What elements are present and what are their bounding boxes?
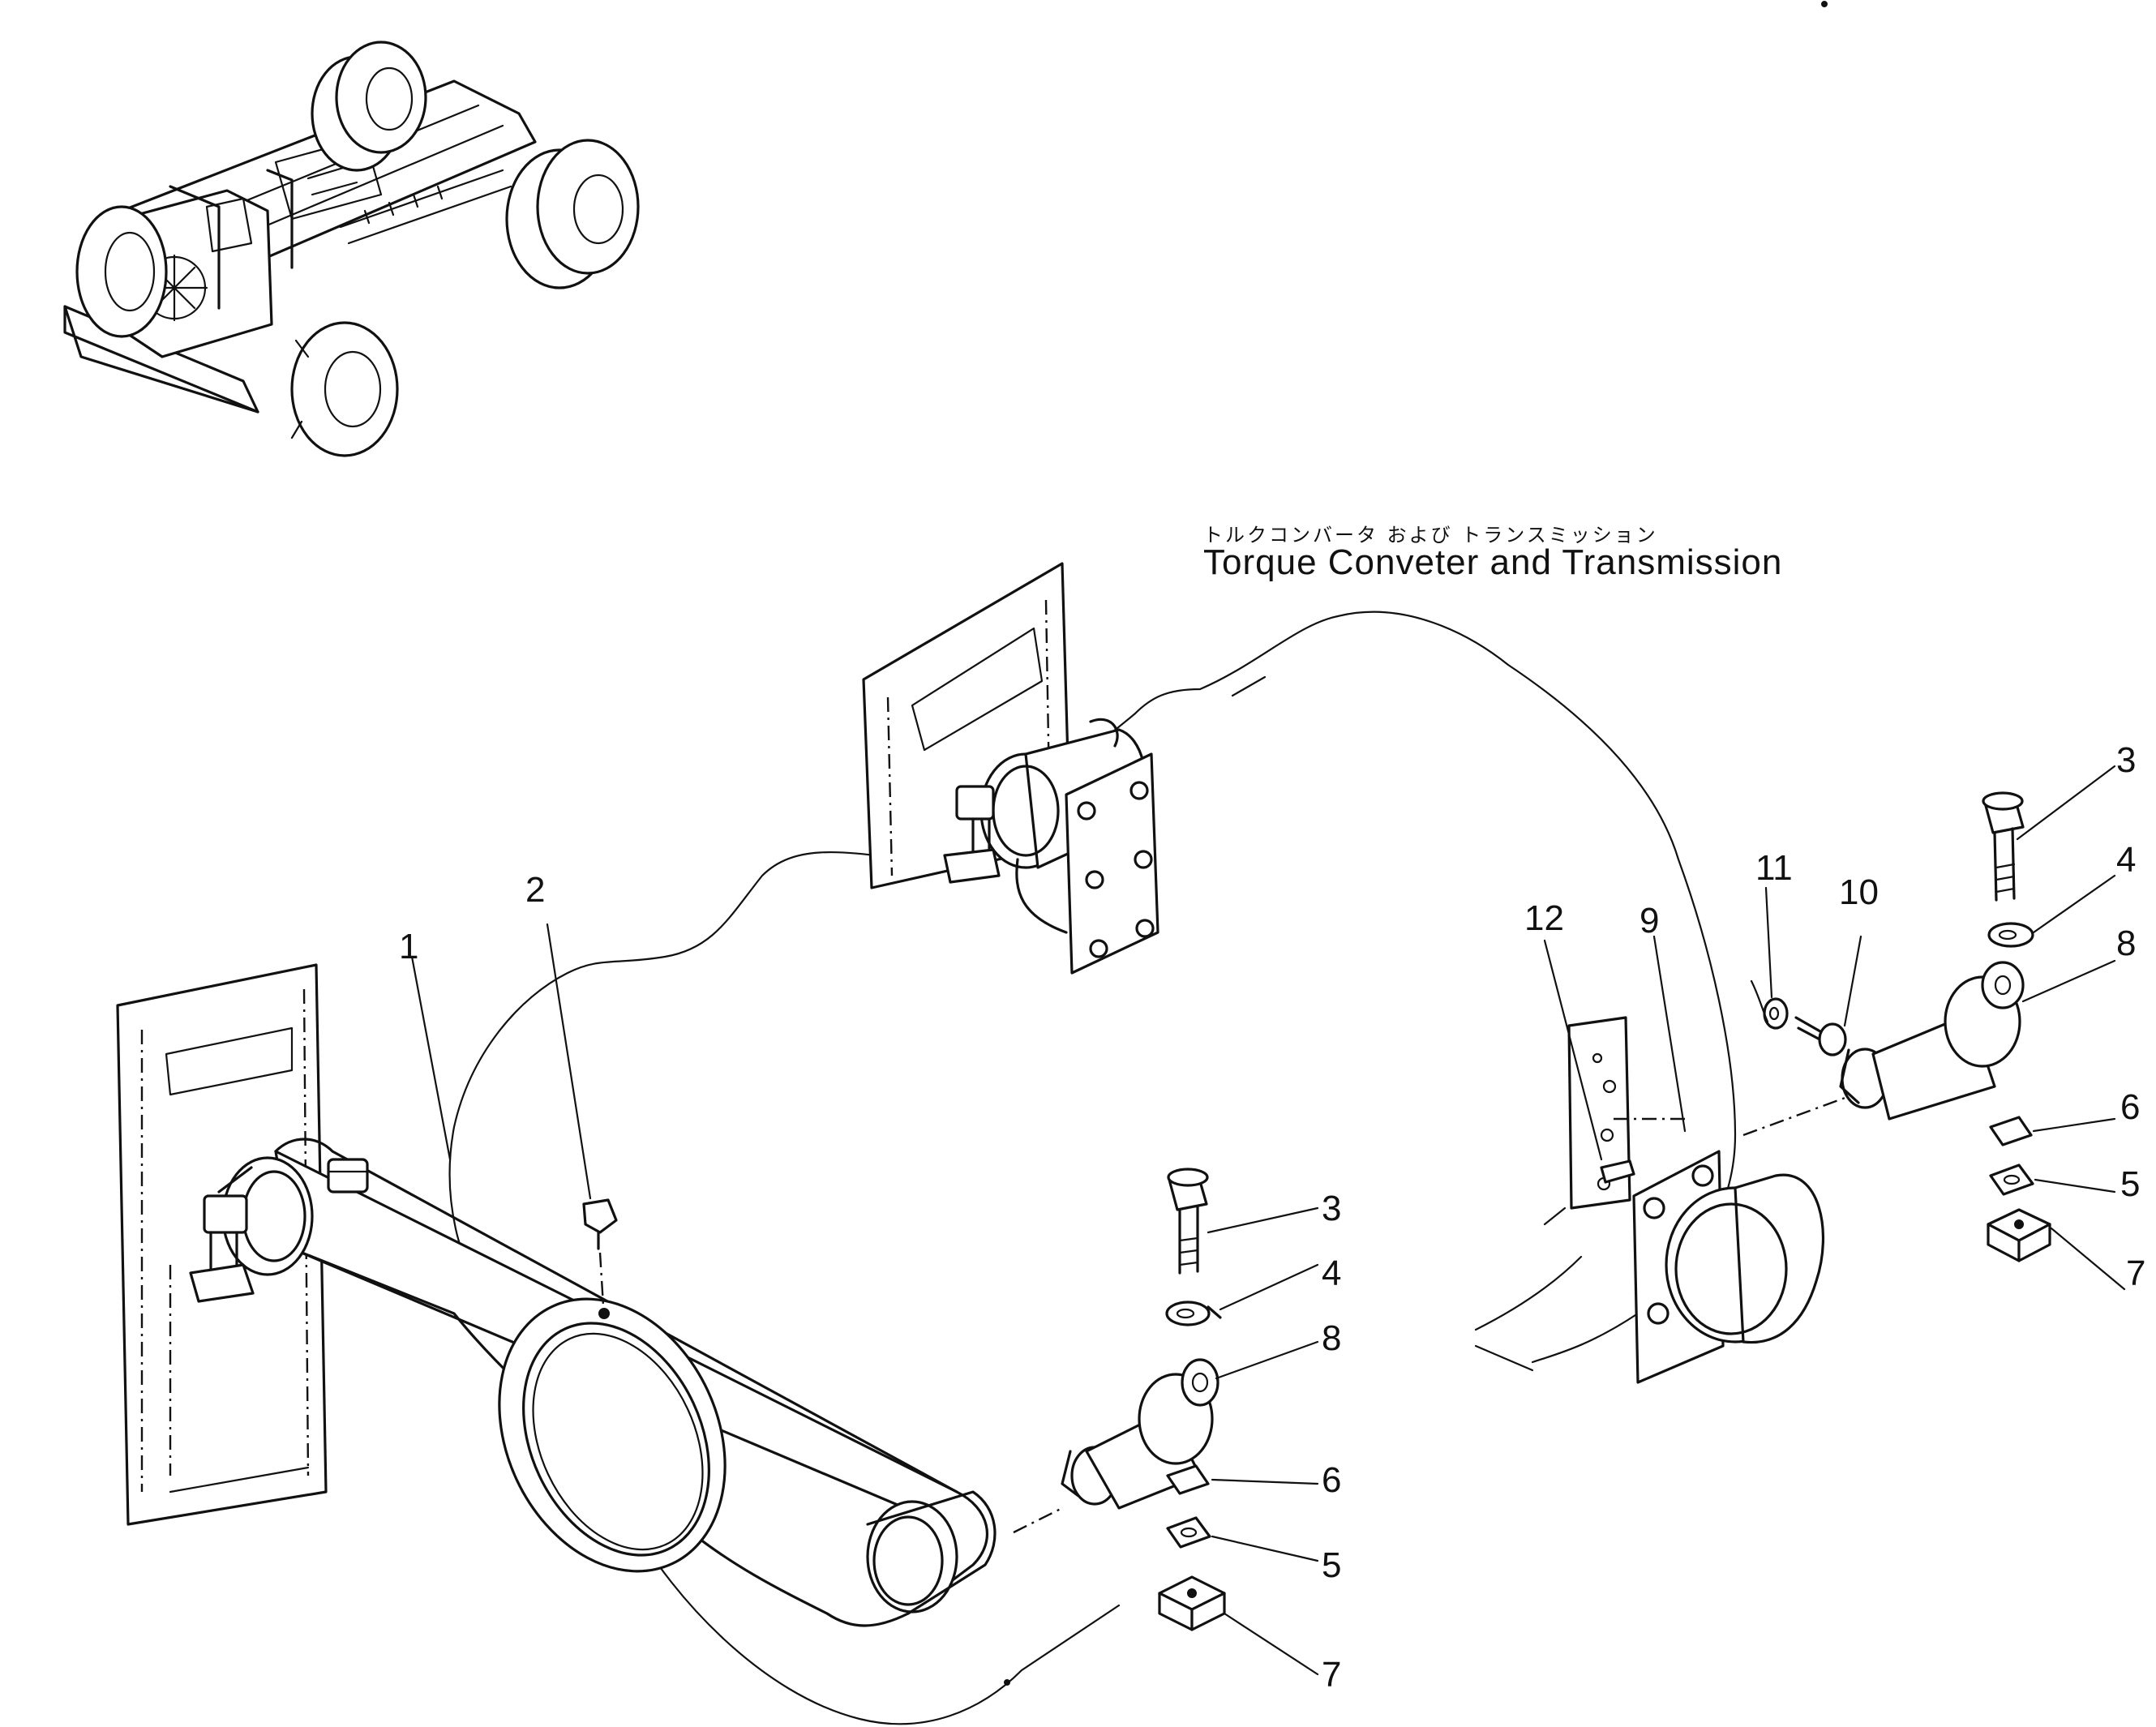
callout-12: 12 — [1524, 898, 1564, 938]
callout-6-right: 6 — [2120, 1087, 2140, 1127]
stray-dot — [1004, 1679, 1010, 1686]
callout-3-left: 3 — [1322, 1189, 1341, 1228]
grease-fitting-part-2 — [546, 923, 618, 1306]
callout-3-right: 3 — [2116, 740, 2136, 780]
callout-10: 10 — [1839, 872, 1879, 912]
callout-7-left: 7 — [1322, 1655, 1341, 1695]
upper-mount-bracket — [862, 562, 1159, 975]
right-hardware-stack — [1750, 791, 2051, 1262]
callout-4-left: 4 — [1322, 1253, 1341, 1293]
callout-5-left: 5 — [1322, 1545, 1341, 1585]
front-mount-bracket-part-9 — [1543, 1016, 1866, 1384]
caption-japanese: トルクコンバータ および トランスミッション — [1203, 524, 1658, 546]
callout-11: 11 — [1755, 848, 1793, 888]
vehicle-overview-illustration — [63, 41, 640, 457]
assembly-caption: トルクコンバータ および トランスミッション Torque Conveter a… — [1203, 524, 1782, 582]
frame-arm-part-1 — [189, 1138, 997, 1627]
left-mount-bracket — [116, 963, 358, 1526]
callout-8-right: 8 — [2116, 923, 2136, 963]
left-hardware-stack — [1013, 1168, 1226, 1631]
callout-8-left: 8 — [1322, 1318, 1341, 1358]
callout-2: 2 — [525, 870, 545, 910]
callout-9: 9 — [1640, 901, 1659, 941]
callout-5-right: 5 — [2120, 1164, 2140, 1204]
callout-1: 1 — [399, 927, 418, 966]
caption-english: Torque Conveter and Transmission — [1203, 542, 1782, 582]
callout-7-right: 7 — [2126, 1253, 2145, 1293]
callout-numbers: 1 2 3 4 8 6 5 7 3 4 8 6 5 7 10 11 9 12 — [399, 740, 2145, 1695]
callout-6-left: 6 — [1322, 1460, 1341, 1500]
stray-dot-top — [1821, 1, 1828, 7]
callout-leader-lines — [410, 765, 2126, 1676]
callout-4-right: 4 — [2116, 840, 2136, 880]
